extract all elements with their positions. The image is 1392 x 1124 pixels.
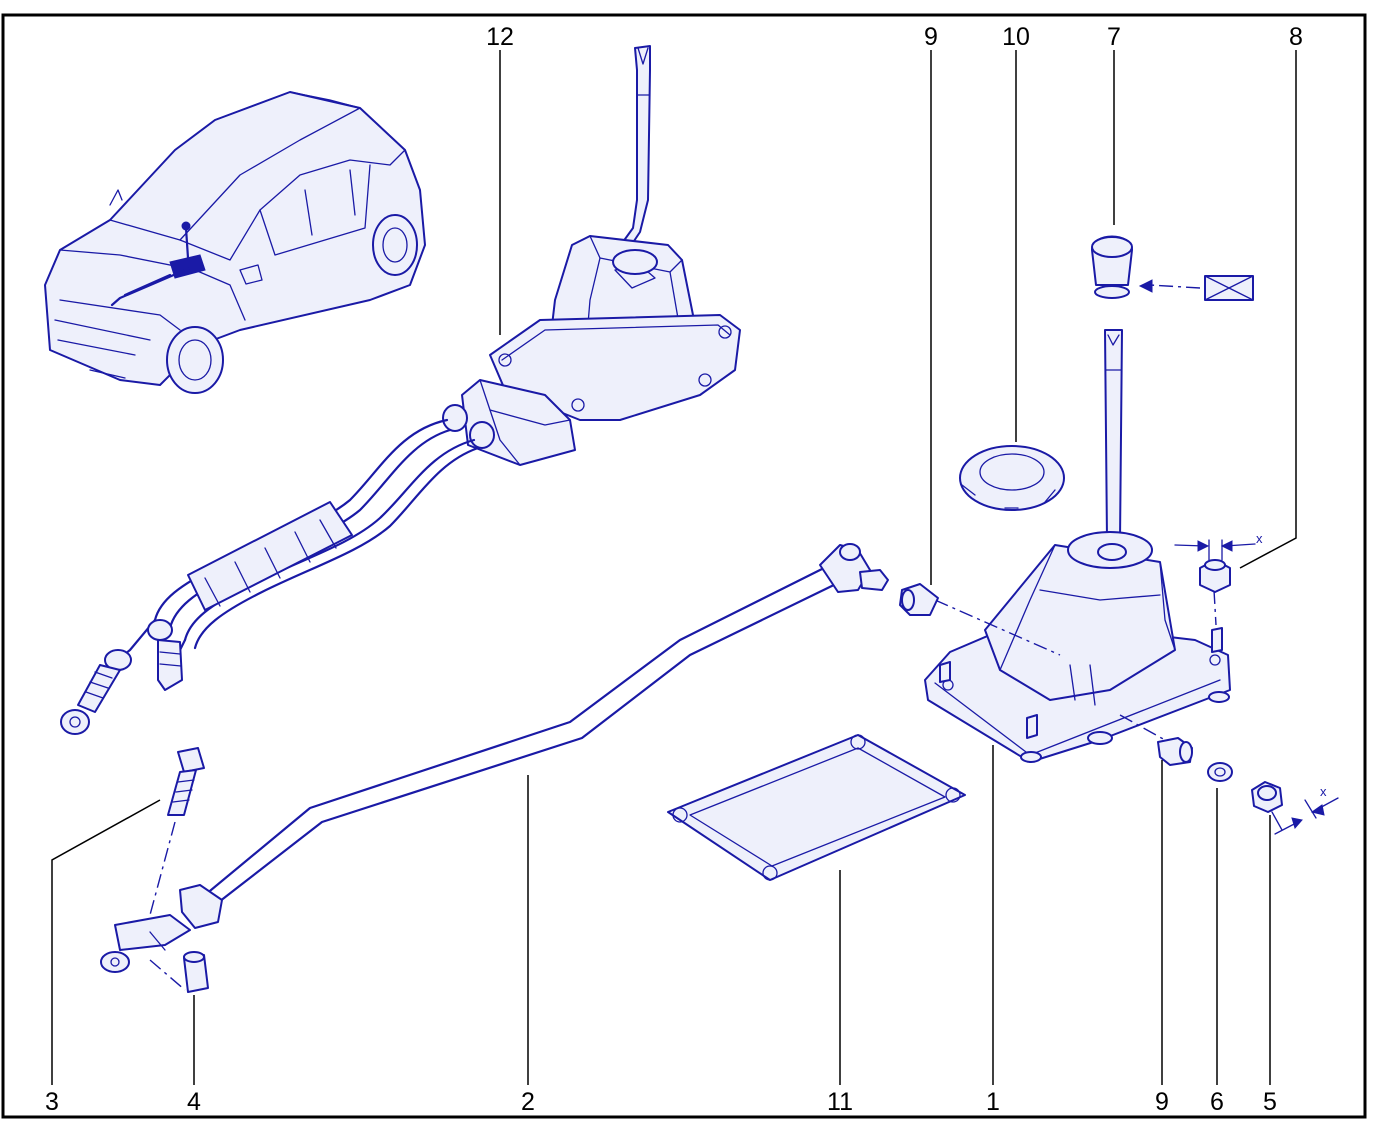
callout-labels: 12 9 10 7 8 3 4 2 11 1 9 6 5 xyxy=(45,23,1303,1116)
callout-5: 5 xyxy=(1263,1088,1277,1116)
part-8-nut: x xyxy=(1174,531,1263,593)
dimension-x-top: x xyxy=(1256,531,1263,546)
callout-8: 8 xyxy=(1289,23,1303,51)
part-3-bolt xyxy=(149,747,205,916)
callout-6: 6 xyxy=(1210,1088,1224,1116)
part-7-knob-and-lever xyxy=(1091,235,1254,541)
part-9-nut-bottom xyxy=(1157,737,1193,766)
callout-10: 10 xyxy=(1002,23,1030,51)
callout-2: 2 xyxy=(521,1088,535,1116)
callout-9-top: 9 xyxy=(924,23,938,51)
callout-7: 7 xyxy=(1107,23,1121,51)
part-6-washer xyxy=(1207,762,1233,782)
part-9-nut-top xyxy=(899,583,939,616)
part-2-shift-rod xyxy=(100,543,889,973)
part-11-gasket xyxy=(667,734,966,881)
part-1-shift-housing xyxy=(924,531,1231,763)
diagram-border xyxy=(1,13,1367,1119)
dimension-x-bottom: x xyxy=(1320,784,1327,799)
callout-9-bottom: 9 xyxy=(1155,1088,1169,1116)
vehicle-location-illustration xyxy=(44,91,426,394)
callout-11: 11 xyxy=(827,1088,853,1116)
callout-4: 4 xyxy=(187,1088,201,1116)
part-5-nut: x xyxy=(1251,781,1339,835)
part-10-boot-ring xyxy=(959,445,1065,511)
part-4-bushing xyxy=(149,951,209,993)
callout-3: 3 xyxy=(45,1088,59,1116)
callout-12: 12 xyxy=(486,23,514,51)
leader-lines xyxy=(51,50,1297,1085)
part-12-gear-lever-with-cables xyxy=(60,45,741,735)
callout-1: 1 xyxy=(986,1088,1000,1116)
